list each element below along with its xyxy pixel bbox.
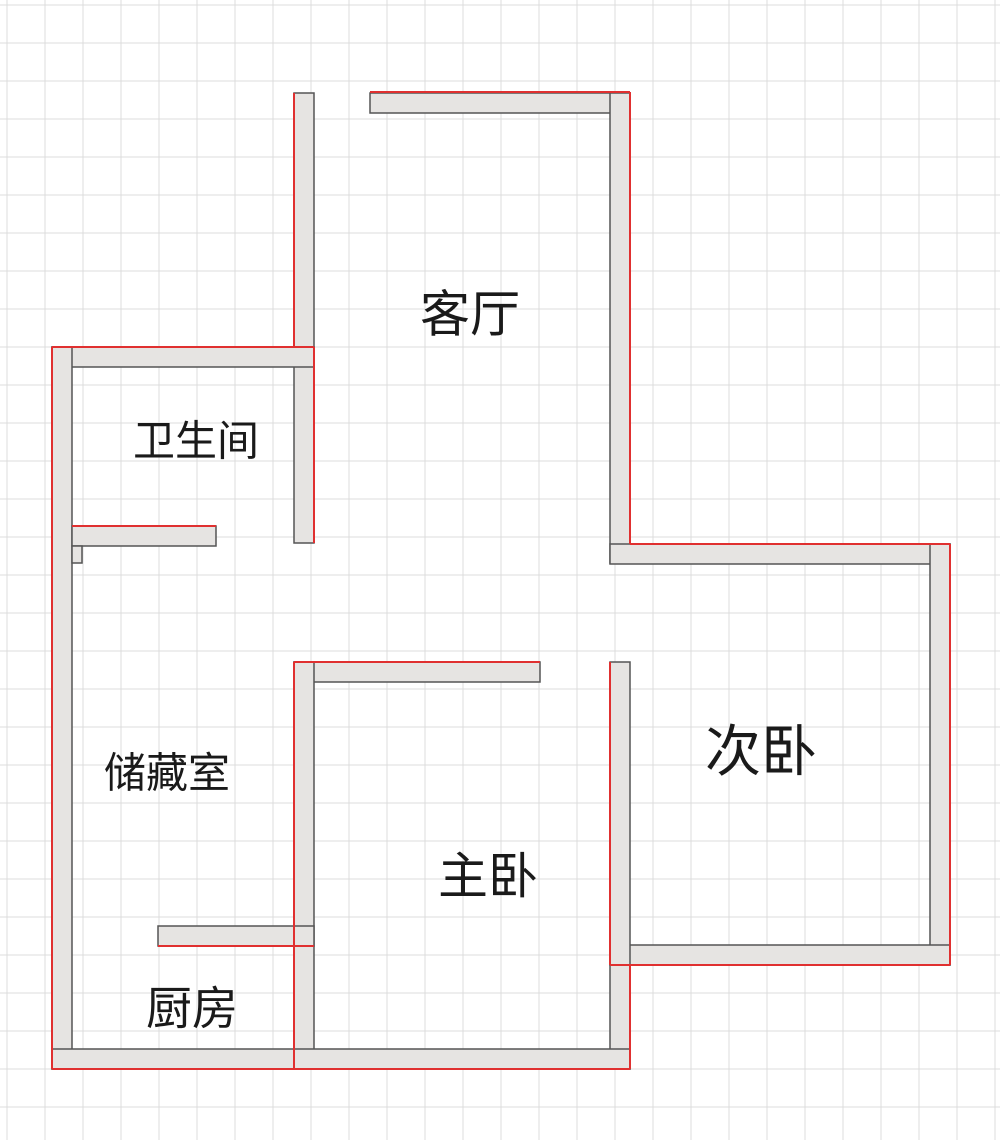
room-label-living-room: 客厅 <box>420 286 520 344</box>
wall-living-top <box>369 92 631 114</box>
room-label-master-bedroom: 主卧 <box>438 848 538 906</box>
wall-bathroom-stub <box>71 545 83 564</box>
wall-living-left <box>293 92 315 544</box>
wall-bathroom-bottom <box>71 525 217 547</box>
wall-second-right <box>929 543 951 966</box>
room-label-second-bedroom: 次卧 <box>705 720 817 785</box>
wall-second-bottom <box>609 944 951 966</box>
room-label-storage-room: 储藏室 <box>104 749 230 798</box>
wall-master-right <box>609 661 631 1070</box>
wall-outer-bottom <box>51 1048 631 1070</box>
wall-master-left <box>293 661 315 1070</box>
wall-bathroom-top <box>51 346 315 368</box>
wall-kitchen-top <box>157 925 315 947</box>
room-label-bathroom: 卫生间 <box>133 417 259 466</box>
wall-outer-left <box>51 346 73 1070</box>
walls <box>51 92 951 1070</box>
wall-second-top <box>609 543 951 565</box>
wall-living-right <box>609 92 631 564</box>
room-label-kitchen: 厨房 <box>146 982 238 1036</box>
wall-master-top <box>293 661 541 683</box>
accent-lines <box>51 91 951 1070</box>
